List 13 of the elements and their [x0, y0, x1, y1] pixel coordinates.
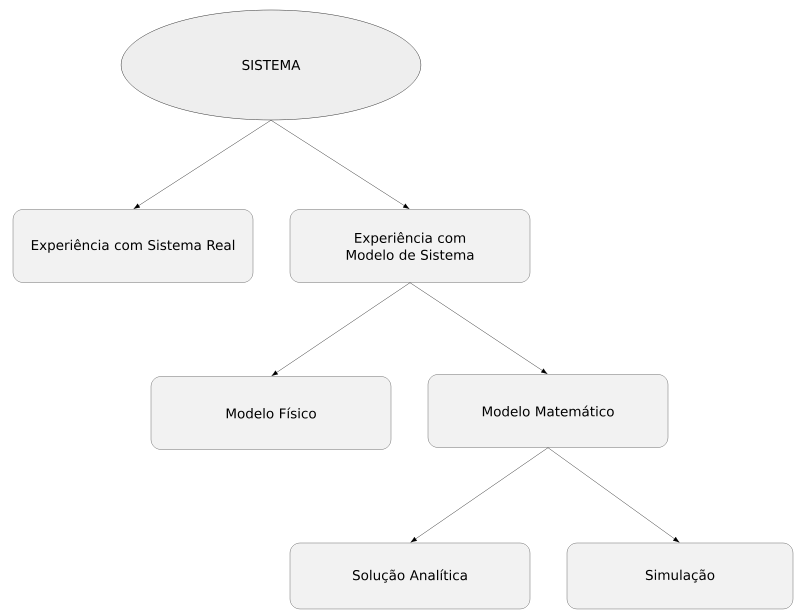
process-box: Modelo Físico	[150, 376, 392, 450]
ellipse-node: SISTEMA	[120, 10, 422, 120]
arrow	[272, 282, 410, 376]
process-box: Simulação	[566, 542, 794, 610]
process-box: Experiência com Sistema Real	[12, 209, 254, 283]
process-box: Modelo Matemático	[428, 374, 668, 448]
process-box: Solução Analítica	[290, 542, 530, 610]
arrow	[134, 120, 272, 210]
arrow	[410, 282, 548, 374]
arrow	[410, 447, 548, 542]
arrow	[548, 447, 680, 542]
process-box: Experiência com Modelo de Sistema	[290, 209, 530, 283]
arrow	[270, 120, 410, 210]
